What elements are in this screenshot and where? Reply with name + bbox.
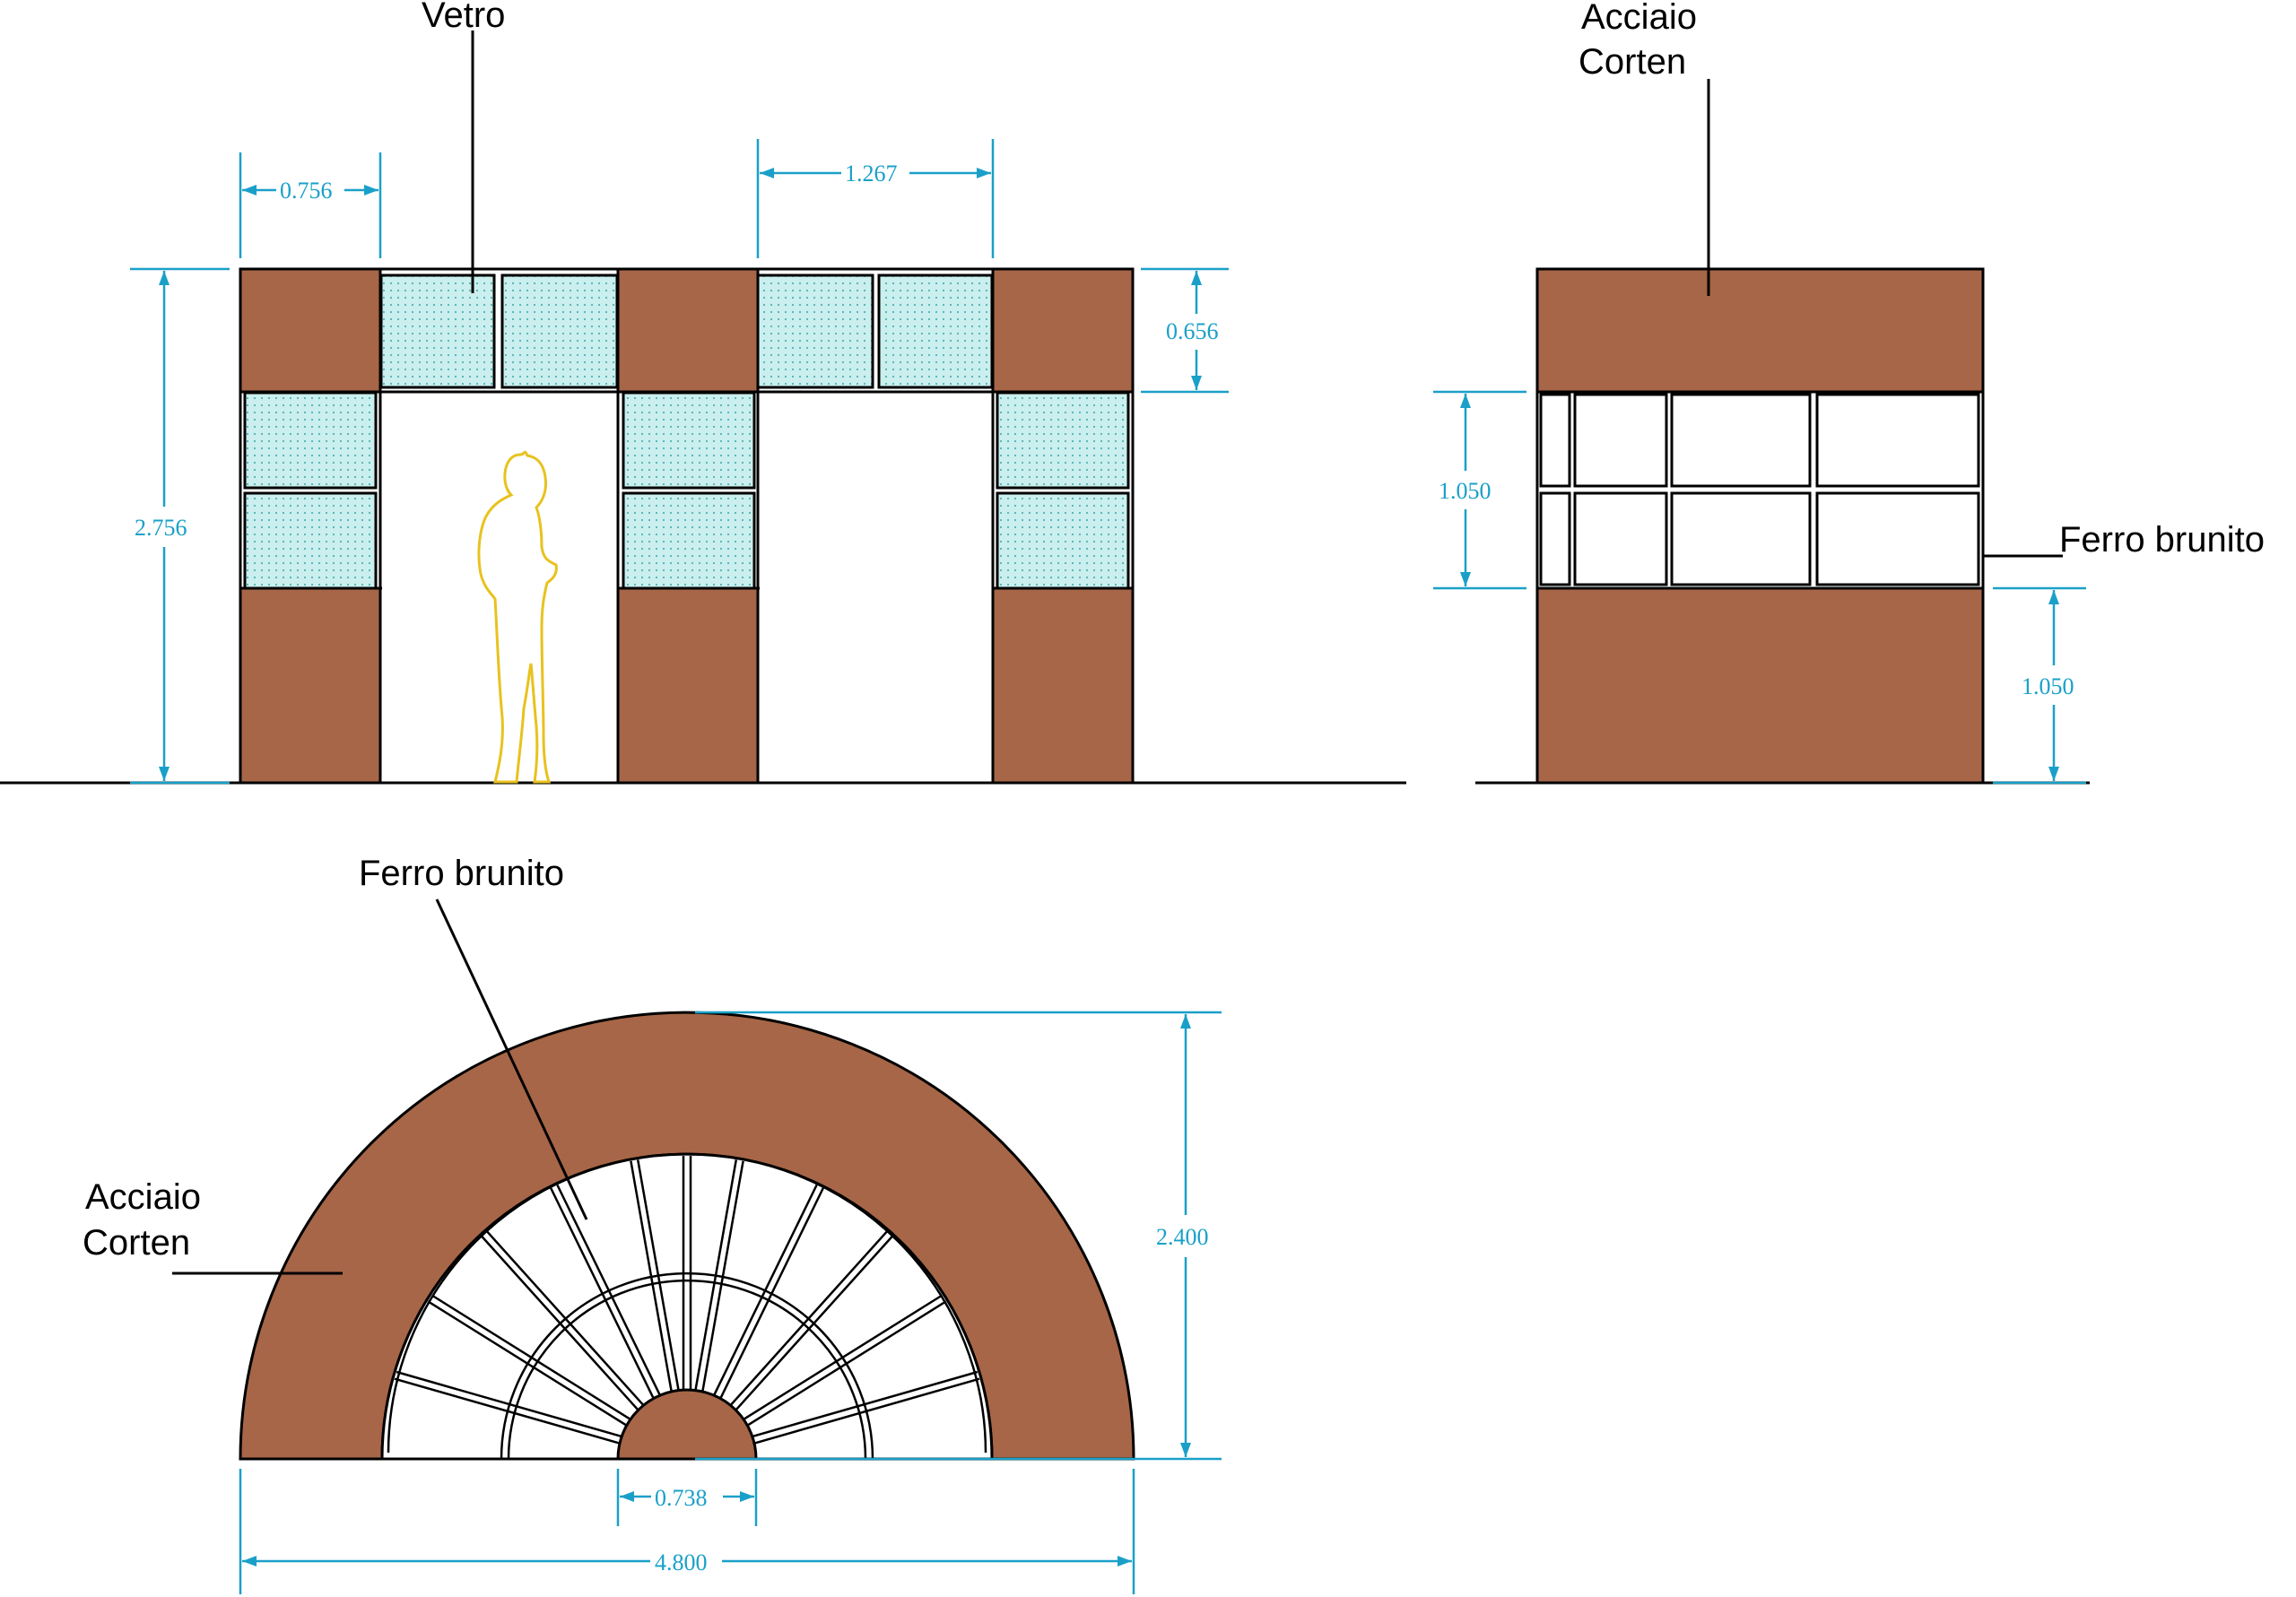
arch-spoke: [719, 1187, 824, 1399]
arch-ferro-label: Ferro brunito: [359, 854, 564, 893]
corten-block: [991, 267, 1135, 394]
arch-spoke: [730, 1230, 889, 1406]
arch-spoke: [396, 1370, 622, 1437]
arch-spoke: [735, 1235, 894, 1410]
arch-spoke: [744, 1294, 944, 1420]
corten-block: [239, 586, 382, 785]
side-corten-top: [1535, 267, 1985, 394]
front-corten-blocks: [239, 267, 1135, 785]
side-window-frame: [1535, 390, 1985, 590]
side-ferro-label: Ferro brunito: [2059, 520, 2265, 560]
human-figure-icon: [477, 450, 558, 784]
arch-spoke: [713, 1184, 818, 1395]
arch-spoke: [694, 1159, 738, 1390]
arch-spoke: [754, 1377, 980, 1445]
glass-pane: [379, 273, 496, 389]
arch-spoke: [556, 1184, 661, 1395]
dim-arch-height: 2.400: [1156, 1224, 1209, 1250]
arch-spoke: [747, 1300, 947, 1427]
arch-center-hub: [616, 1388, 758, 1461]
corten-block: [616, 586, 760, 785]
corten-block: [239, 267, 382, 394]
corten-block: [991, 586, 1135, 785]
arch-dimensions: [239, 1011, 1222, 1594]
arch-mullions: [387, 1152, 987, 1460]
glass-pane: [877, 273, 994, 389]
front-glass-panes: [243, 273, 1130, 590]
glass-pane: [243, 391, 378, 490]
dim-side-window-height: 1.050: [1439, 478, 1492, 504]
arch-spoke: [480, 1235, 639, 1410]
side-corten-base: [1535, 586, 1985, 785]
glass-pane: [996, 391, 1130, 490]
arch-ferro-leader: [435, 898, 588, 1220]
glass-pane: [996, 491, 1130, 590]
front-dimensions: [130, 139, 1229, 785]
arch-elevation: Ferro brunito Acciaio Corten 2.400 0.738: [83, 854, 1222, 1594]
arch-corten-label: Corten: [83, 1223, 190, 1263]
arch-spoke: [430, 1294, 631, 1420]
glass-pane: [243, 491, 378, 590]
arch-spoke: [636, 1159, 680, 1390]
arch-spoke: [752, 1370, 978, 1437]
arch-spoke: [427, 1300, 627, 1427]
arch-spoke: [485, 1230, 644, 1406]
dim-opening-width: 1.267: [845, 161, 898, 187]
arch-spoke: [394, 1377, 620, 1445]
vetro-label: Vetro: [422, 0, 505, 35]
corten-block: [616, 267, 760, 394]
dim-arch-total-width: 4.800: [655, 1549, 708, 1575]
glass-pane: [500, 273, 619, 389]
side-dimensions: [1433, 390, 2086, 785]
glass-pane: [622, 391, 756, 490]
glass-pane: [622, 491, 756, 590]
side-corten-label: Corten: [1578, 42, 1686, 82]
side-elevation: Acciaio Corten Ferro brunito 1.050 1.050: [1433, 0, 2265, 785]
dim-side-base-height: 1.050: [2022, 673, 2074, 699]
dim-total-height: 2.756: [135, 515, 187, 541]
arch-spoke: [701, 1160, 744, 1392]
arch-spoke: [630, 1160, 673, 1392]
glass-pane: [756, 273, 874, 389]
front-openings: [382, 393, 992, 781]
arch-acciaio-label: Acciaio: [85, 1177, 201, 1217]
side-acciaio-label: Acciaio: [1581, 0, 1697, 37]
front-elevation: Vetro 0.7: [0, 0, 1406, 785]
dim-arch-inner-span: 0.738: [655, 1485, 708, 1511]
arch-spokes: [394, 1156, 980, 1445]
dim-module-width: 0.756: [280, 178, 333, 204]
dim-band-height: 0.656: [1166, 318, 1219, 344]
arch-spoke: [550, 1187, 655, 1399]
